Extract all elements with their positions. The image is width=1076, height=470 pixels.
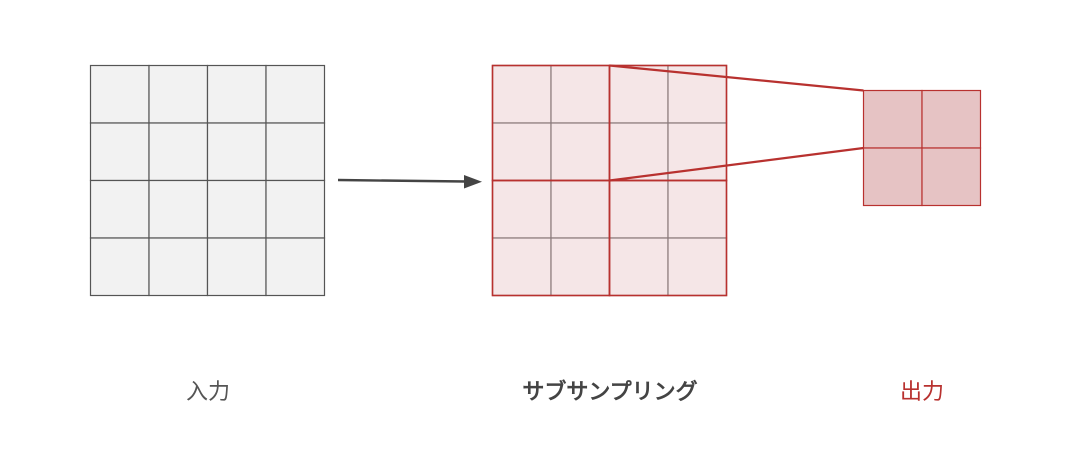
subsampling-grid-cell (667, 237, 728, 297)
subsampling-grid-cell (550, 179, 611, 239)
input-grid-cell (265, 64, 326, 124)
arrow-shaft (337, 178, 467, 183)
subsampling-grid-cell (550, 64, 611, 124)
subsampling-grid-cell (491, 237, 552, 297)
input-grid-cell (206, 64, 267, 124)
input-grid-cell (89, 237, 150, 297)
input-grid-cell (148, 64, 209, 124)
input-label: 入力 (185, 380, 230, 405)
subsampling-grid-cell (491, 179, 552, 239)
connector-line-top (609, 64, 864, 92)
input-grid-cell (206, 179, 267, 239)
subsampling-grid-cell (667, 179, 728, 239)
output-label: 出力 (899, 380, 944, 405)
pooling-connector-lines (609, 64, 864, 182)
output-grid (862, 89, 982, 207)
subsampling-grid-cell (608, 64, 669, 124)
subsampling-grid-cell (608, 122, 669, 182)
subsampling-grid-cell (491, 122, 552, 182)
output-grid-cell (921, 147, 982, 207)
subsampling-label: サブサンプリング (522, 380, 698, 405)
input-grid-cell (265, 237, 326, 297)
input-grid-cell (206, 237, 267, 297)
output-grid-cell (862, 89, 923, 149)
input-grid-cell (148, 179, 209, 239)
input-grid-cell (148, 122, 209, 182)
input-grid-cell (206, 122, 267, 182)
output-grid-cell (862, 147, 923, 207)
subsampling-grid-cell (491, 64, 552, 124)
subsampling-grid-cell (608, 237, 669, 297)
arrow-head (464, 175, 482, 189)
subsampling-grid-cell (608, 179, 669, 239)
connector-line-bottom (609, 146, 864, 182)
arrow-icon (337, 175, 482, 189)
output-grid-cell (921, 89, 982, 149)
subsampling-grid-cell (550, 237, 611, 297)
input-grid-cell (89, 179, 150, 239)
input-grid-cell (265, 179, 326, 239)
input-grid (89, 64, 326, 297)
input-grid-cell (89, 122, 150, 182)
input-grid-cell (89, 64, 150, 124)
pooling-window (608, 179, 728, 297)
subsampling-grid-cell (550, 122, 611, 182)
input-grid-cell (148, 237, 209, 297)
input-grid-cell (265, 122, 326, 182)
